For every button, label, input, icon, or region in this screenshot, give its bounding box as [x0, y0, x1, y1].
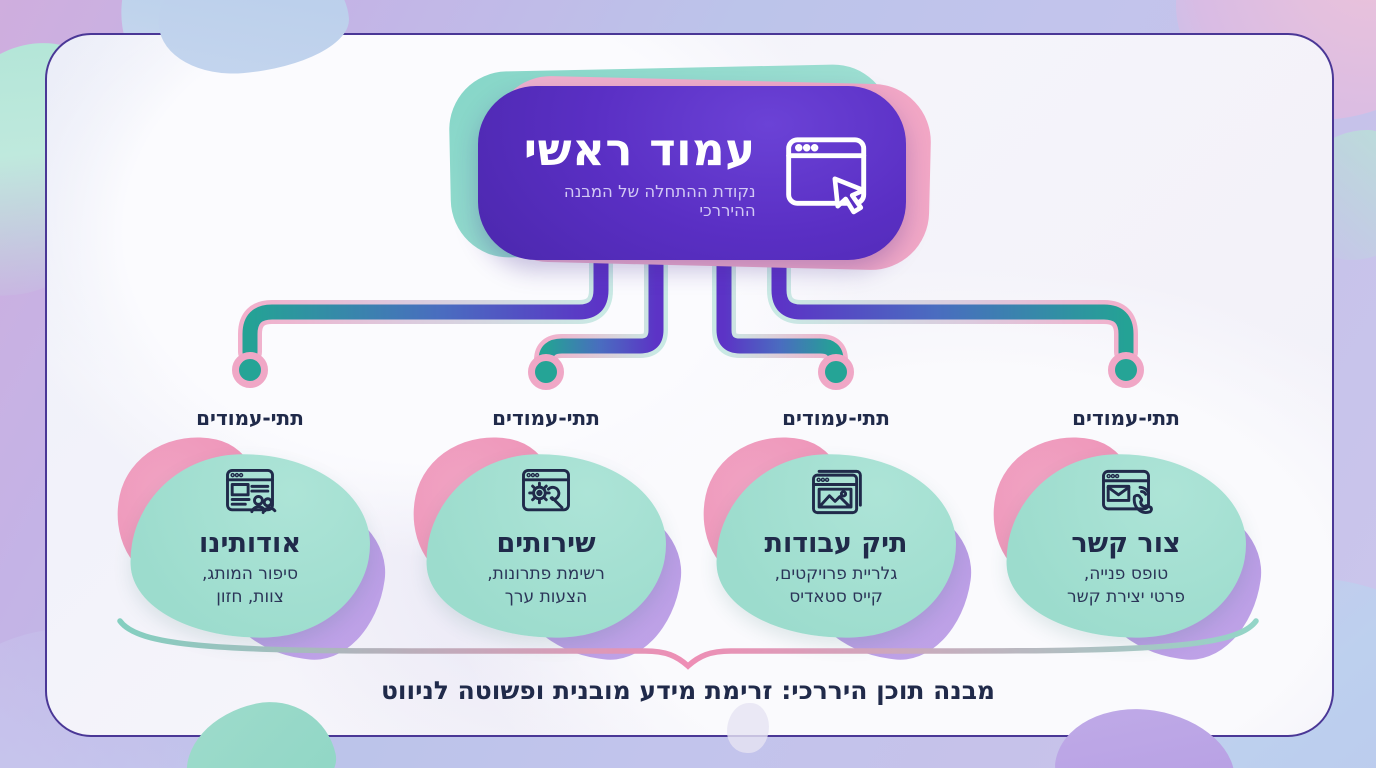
card-subtitle: רשימת פתרונות, הצעות ערך	[487, 564, 605, 607]
card-subtitle: סיפור המותג, צוות, חזון	[202, 564, 298, 607]
card-subtitle: גלריית פרויקטים, קייס סטאדיס	[774, 564, 898, 607]
card-about: אודותינו סיפור המותג, צוות, חזון	[104, 422, 395, 669]
page-title: עמוד ראשי	[523, 122, 756, 176]
sublabel-contact: תתי-עמודים	[1072, 406, 1180, 430]
browser-article-people-icon	[226, 468, 277, 515]
page-subtitle: נקודת ההתחלה של המבנה ההיררכי	[563, 182, 756, 221]
card-title: תיק עבודות	[764, 528, 908, 559]
card-contact: צור קשר טופס פנייה, פרטי יצירת קשר	[980, 422, 1271, 669]
main-page-box: עמוד ראשי נקודת ההתחלה של המבנה ההיררכי	[478, 86, 906, 260]
panel-decor-blob	[727, 703, 769, 753]
card-title: אודותינו	[199, 528, 301, 559]
browser-image-gallery-icon	[812, 469, 862, 515]
card-portfolio: תיק עבודות גלריית פרויקטים, קייס סטאדיס	[690, 422, 981, 669]
browser-gear-wrench-icon	[522, 468, 570, 512]
hero-text: עמוד ראשי נקודת ההתחלה של המבנה ההיררכי	[512, 122, 756, 221]
card-subtitle: טופס פנייה, פרטי יצירת קשר	[1067, 564, 1186, 607]
main-page-node: עמוד ראשי נקודת ההתחלה של המבנה ההיררכי	[448, 63, 933, 272]
card-title: שירותים	[496, 528, 596, 559]
card-services: שירותים רשימת פתרונות, הצעות ערך	[400, 422, 691, 669]
sublabel-about: תתי-עמודים	[196, 406, 304, 430]
browser-window-cursor-icon	[785, 137, 866, 215]
sublabel-services: תתי-עמודים	[492, 406, 600, 430]
card-title: צור קשר	[1071, 528, 1181, 559]
sublabel-portfolio: תתי-עמודים	[782, 406, 890, 430]
browser-envelope-phone-icon	[1102, 469, 1153, 515]
footer-caption: מבנה תוכן היררכי: זרימת מידע מובנית ופשו…	[380, 676, 996, 705]
